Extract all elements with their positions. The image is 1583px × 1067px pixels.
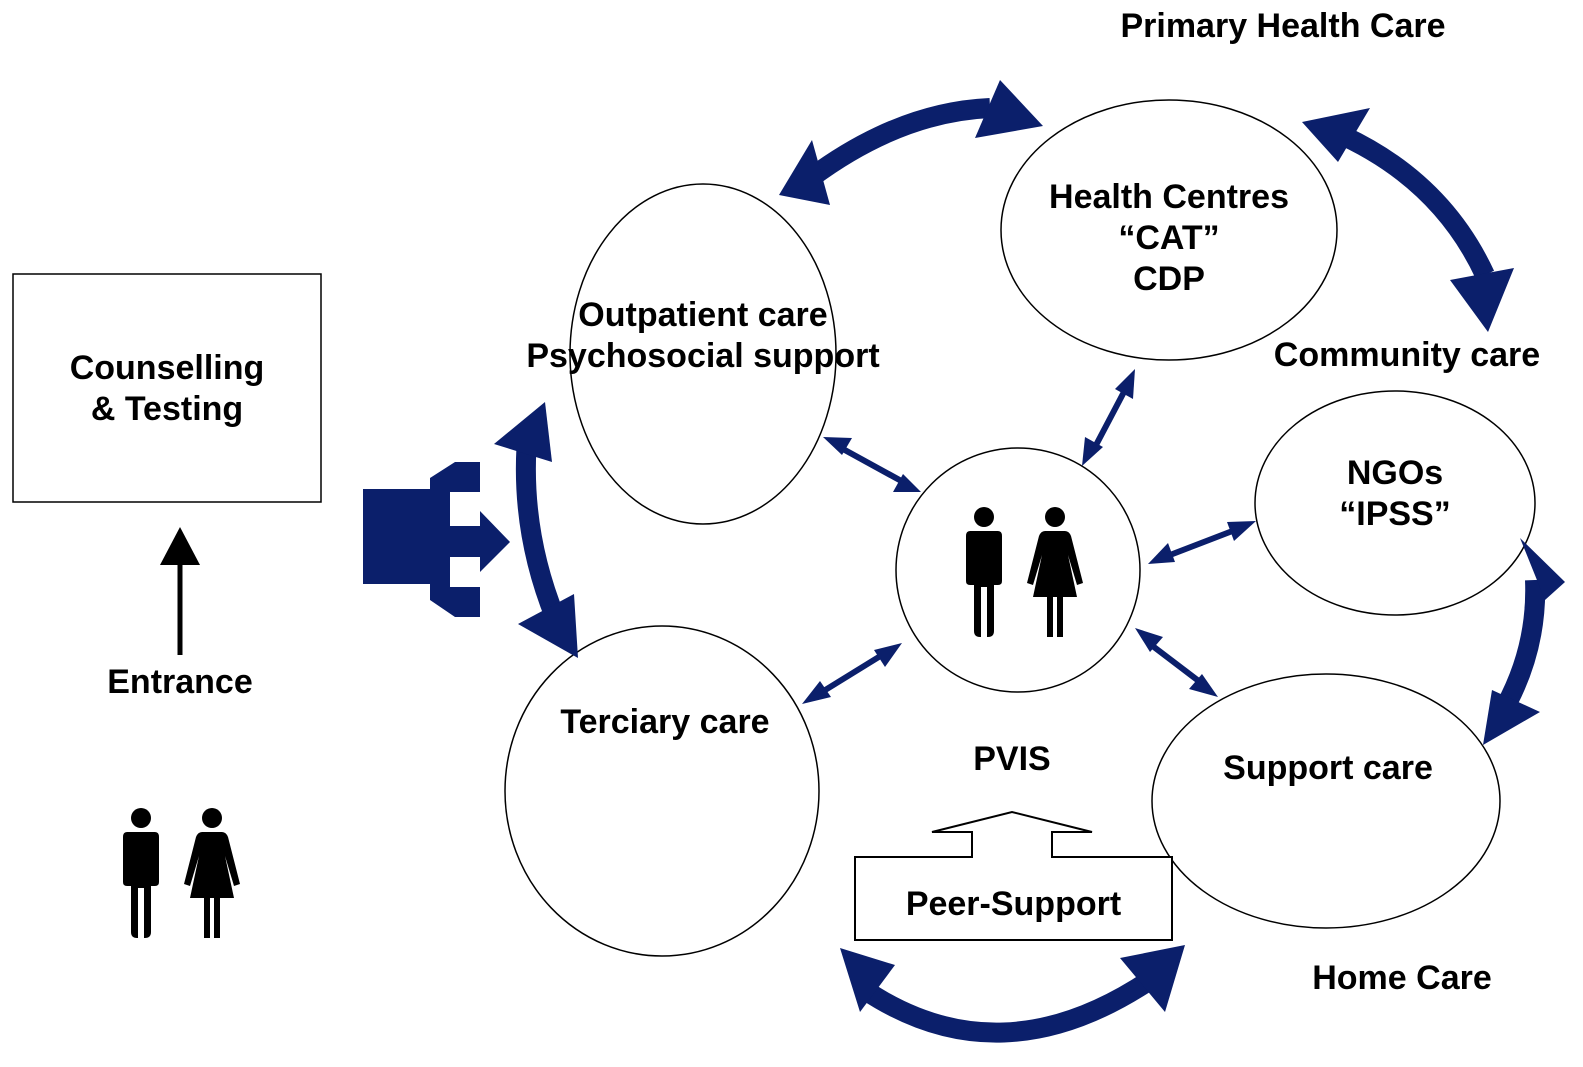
entrance-label: Entrance <box>107 663 253 701</box>
health-centres-node <box>1000 99 1338 361</box>
support-care-label: Support care <box>1223 749 1433 787</box>
woman-icon <box>184 808 240 938</box>
entrance-arrow <box>160 527 200 655</box>
cat-line: “CAT” <box>1118 219 1220 257</box>
counselling-testing-label: Counselling & Testing <box>13 348 321 430</box>
peer-support-label: Peer-Support <box>905 885 1122 923</box>
outpatient-care-label: Outpatient care Psychosocial support <box>503 295 903 377</box>
support-care-node <box>1151 673 1501 929</box>
counselling-testing-box <box>12 273 322 503</box>
health-centres-label: Health Centres “CAT” CDP <box>1019 177 1319 300</box>
community-care-label: Community care <box>1273 336 1541 374</box>
counselling-line: Counselling <box>69 349 265 387</box>
health-centres-line: Health Centres <box>1049 178 1289 216</box>
peer-support-arrow <box>854 810 1173 941</box>
testing-line: & Testing <box>90 390 244 428</box>
ipss-line: “IPSS” <box>1339 495 1451 533</box>
pvis-label: PVIS <box>973 740 1051 778</box>
outpatient-care-node <box>569 183 837 525</box>
man-icon <box>123 808 159 938</box>
entry-connector-shape <box>363 462 510 617</box>
psychosocial-line: Psychosocial support <box>526 337 880 375</box>
ngos-node <box>1254 390 1536 616</box>
primary-health-care-label: Primary Health Care <box>1120 7 1446 45</box>
ring-arrowheads <box>494 80 1565 1012</box>
outpatient-line: Outpatient care <box>578 296 828 334</box>
spoke-arrows <box>802 369 1256 704</box>
terciary-care-node <box>504 625 820 957</box>
home-care-label: Home Care <box>1312 959 1492 997</box>
pvis-center-node <box>895 447 1141 693</box>
ngos-line: NGOs <box>1346 454 1444 492</box>
ngos-label: NGOs “IPSS” <box>1295 453 1495 535</box>
terciary-care-label: Terciary care <box>560 703 770 741</box>
cdp-line: CDP <box>1133 260 1205 298</box>
